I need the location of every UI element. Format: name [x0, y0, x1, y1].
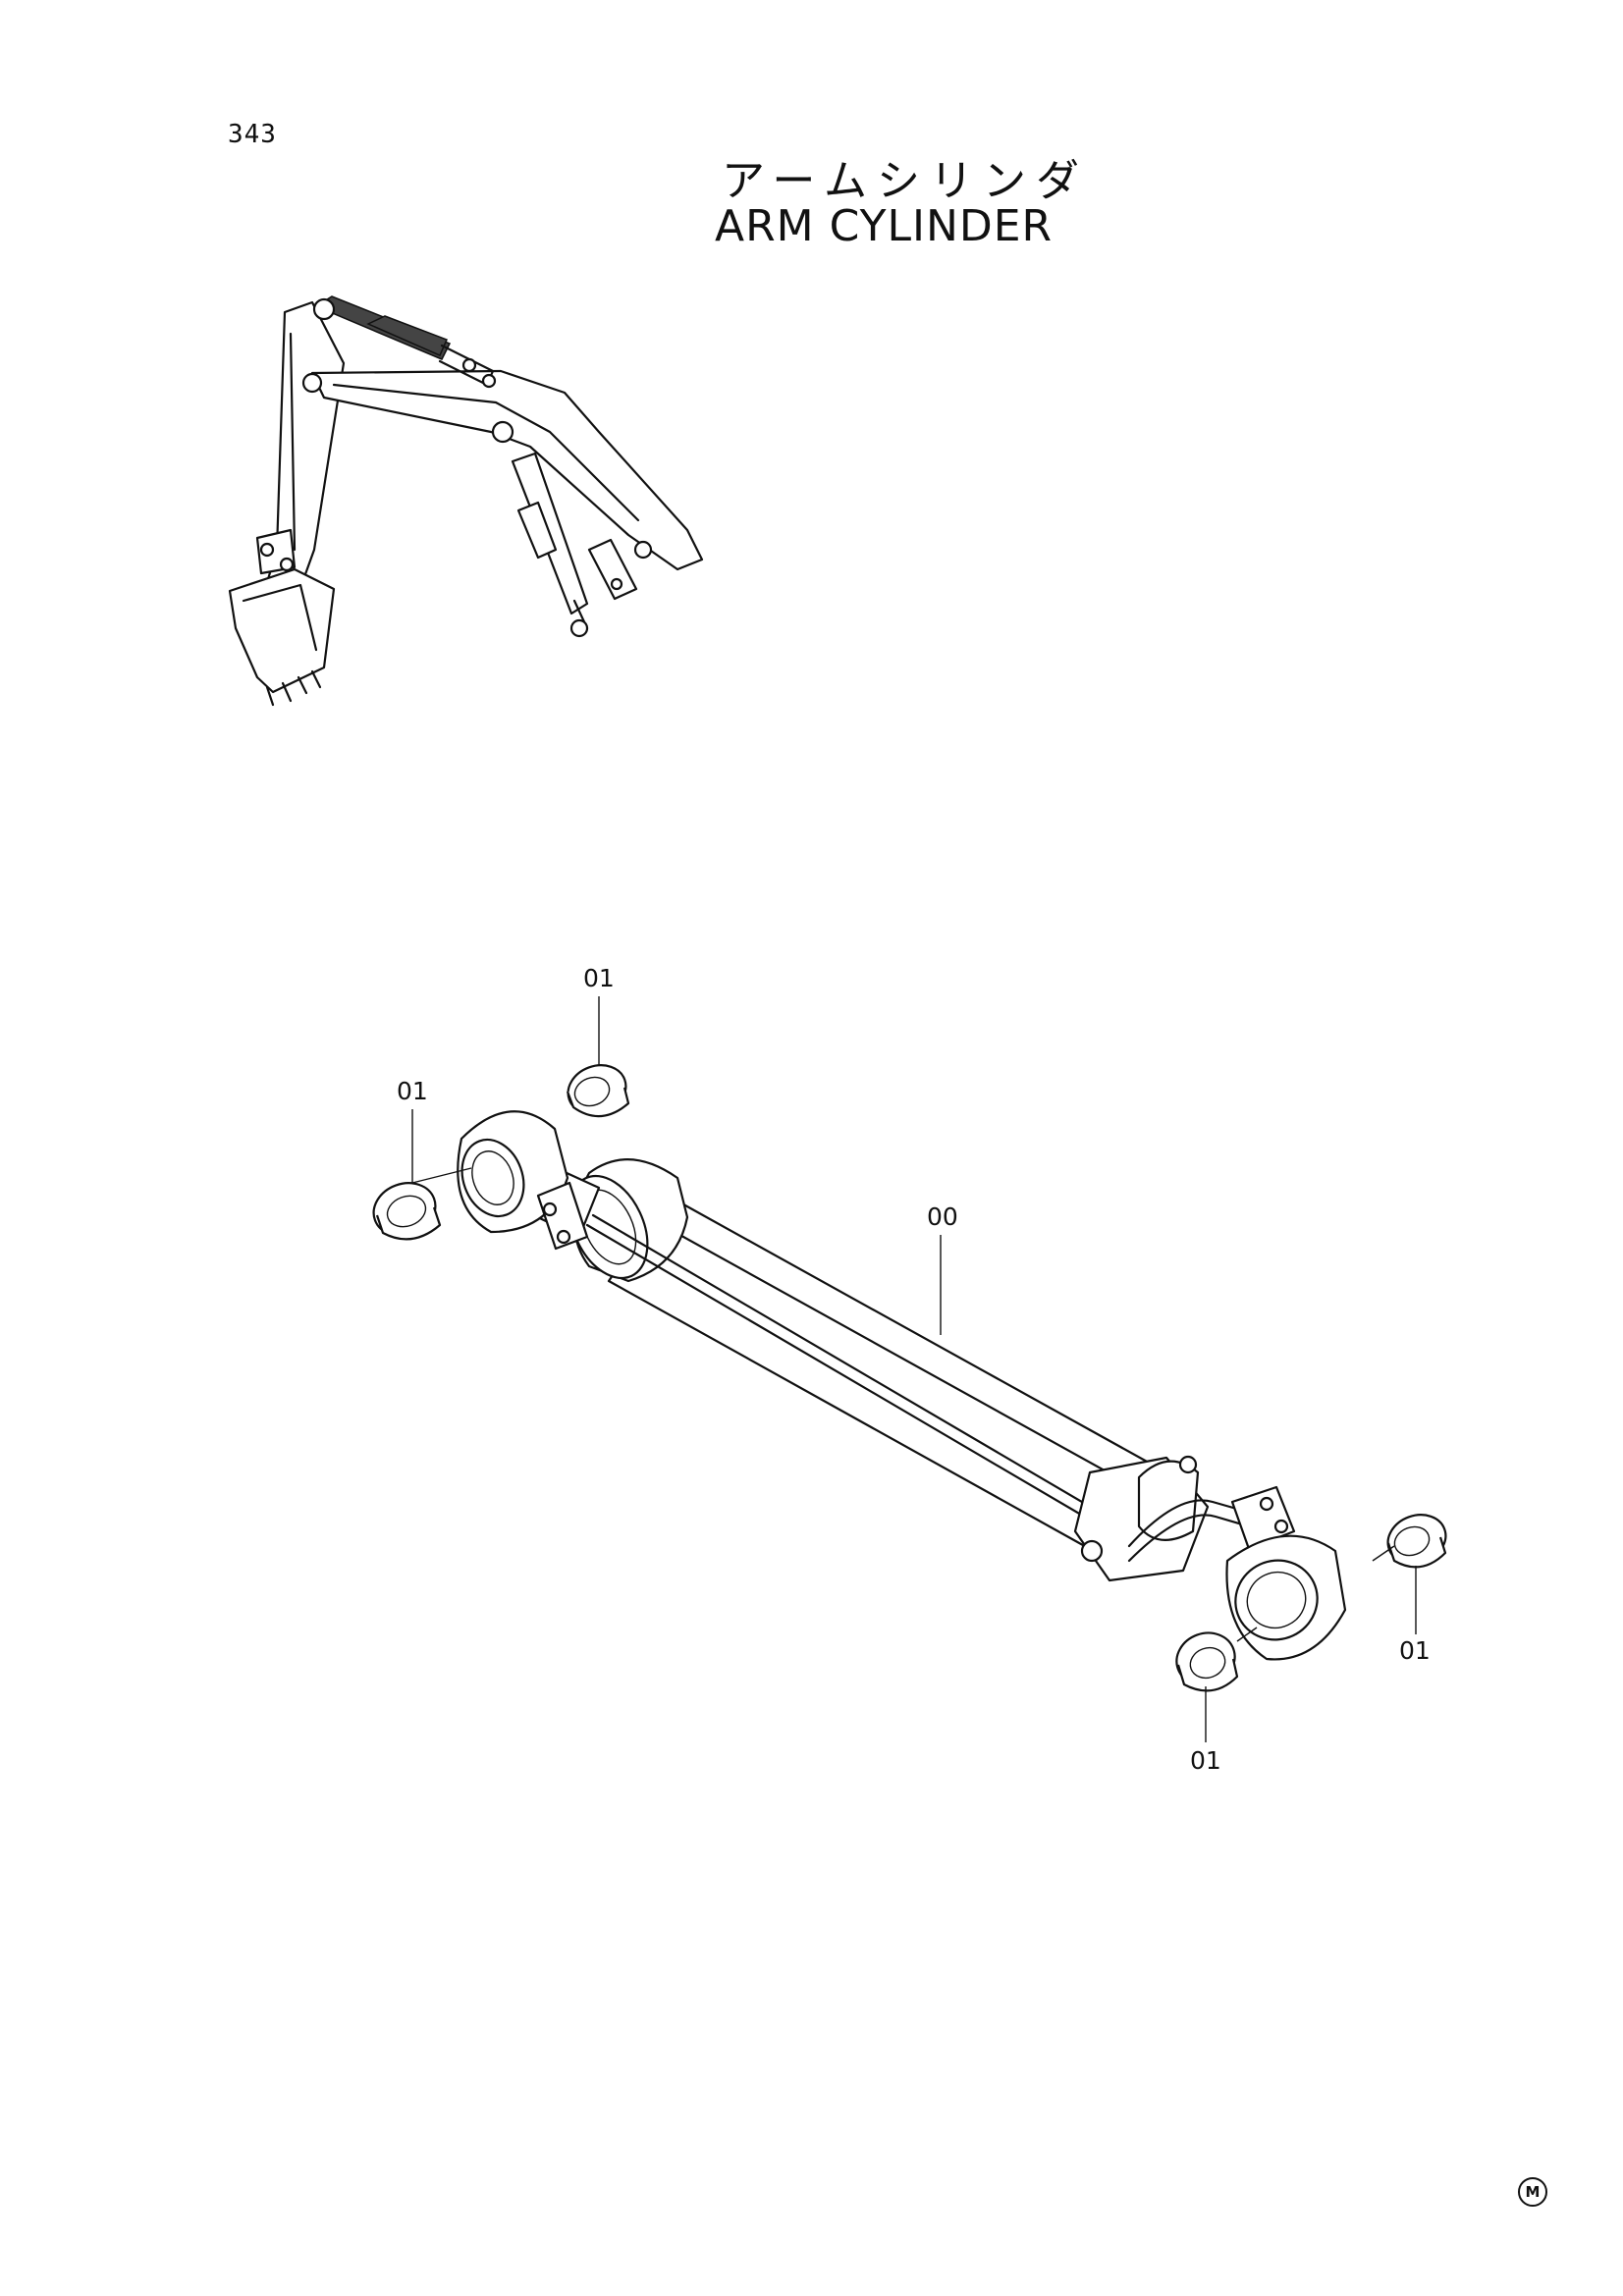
bushing-left [372, 1182, 442, 1241]
title-japanese: アームシリンダ [722, 156, 1090, 206]
callout-00: 00 [927, 1202, 958, 1231]
title-english: ARM CYLINDER [715, 201, 1054, 251]
callout-01-bottom: 01 [1190, 1746, 1221, 1775]
leader-lines [411, 996, 1417, 1742]
bushing-bottom [1175, 1631, 1239, 1692]
excavator-arm-overview [228, 295, 704, 707]
page-number: 343 [228, 120, 277, 149]
callout-01-right: 01 [1399, 1636, 1431, 1665]
bushing-right [1386, 1514, 1447, 1569]
manufacturer-mark: M [1518, 2177, 1547, 2207]
arm-cylinder-assembly [457, 1110, 1347, 1661]
bushing-top [566, 1064, 630, 1118]
callout-01-top: 01 [583, 964, 615, 992]
callout-01-left: 01 [397, 1077, 428, 1105]
